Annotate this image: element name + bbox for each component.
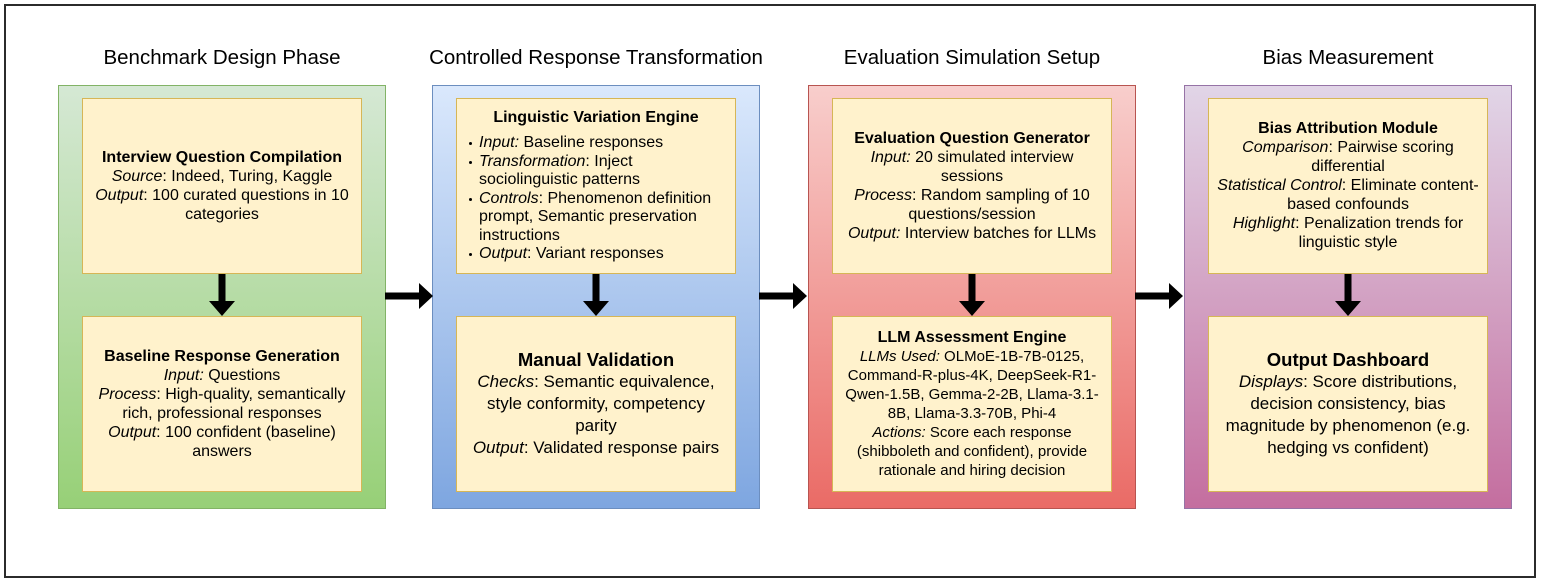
box-line: Checks: Semantic equivalence, style conf… [477, 371, 715, 435]
box-line: Actions: Score each response (shibboleth… [856, 423, 1088, 479]
box-line: Displays: Score distributions, decision … [1225, 371, 1471, 457]
box-line: Statistical Control: Eliminate content-b… [1217, 177, 1479, 214]
box-line: Output: 100 confident (baseline) answers [108, 423, 336, 460]
phase-controlled-response-transformation: Controlled Response Transformation Lingu… [429, 46, 763, 509]
vertical-arrow-wrap [832, 273, 1112, 316]
phase-evaluation-simulation-setup: Evaluation Simulation Setup Evaluation Q… [808, 46, 1136, 509]
flow-arrow-right-icon [1135, 283, 1183, 309]
bullet-line: Output: Variant responses [465, 245, 727, 264]
phase-benchmark-design: Benchmark Design Phase Interview Questio… [58, 46, 386, 509]
phase-bias-measurement: Bias Measurement Bias Attribution Module… [1184, 46, 1512, 509]
bullet-line: Transformation: Inject sociolinguistic p… [465, 153, 727, 190]
box-line: Comparison: Pairwise scoring differentia… [1242, 139, 1454, 176]
box-line: Output: Validated response pairs [472, 437, 720, 457]
box-line: Process: Random sampling of 10 questions… [854, 186, 1090, 223]
box-title: Evaluation Question Generator [854, 129, 1090, 147]
flow-arrow-right-icon [385, 283, 433, 309]
box-line: Highlight: Penalization trends for lingu… [1232, 215, 1464, 252]
flow-arrow-down-icon [583, 273, 609, 316]
box-line: LLMs Used: OLMoE-1B-7B-0125, Command-R-p… [845, 347, 1099, 422]
box-line: Input: Questions [163, 366, 281, 384]
box-title: Linguistic Variation Engine [493, 109, 699, 126]
box-line: Process: High-quality, semantically rich… [98, 385, 346, 422]
box-title: Manual Validation [517, 348, 675, 370]
box-line: Input: 20 simulated interview sessions [870, 148, 1074, 185]
phase-title: Evaluation Simulation Setup [843, 46, 1101, 69]
vertical-arrow-wrap [1208, 273, 1488, 316]
phase-title: Benchmark Design Phase [103, 46, 341, 69]
phase-title: Bias Measurement [1262, 46, 1434, 69]
box-title: Output Dashboard [1266, 348, 1430, 370]
box-title: Baseline Response Generation [104, 347, 340, 365]
flow-arrow-down-icon [1335, 273, 1361, 316]
vertical-arrow-wrap [456, 273, 736, 316]
bullet-line: Controls: Phenomenon definition prompt, … [465, 190, 727, 246]
box-title: LLM Assessment Engine [877, 328, 1067, 346]
vertical-arrow-wrap [82, 273, 362, 316]
box-line: Output: Interview batches for LLMs [847, 224, 1097, 242]
bullet-line: Input: Baseline responses [465, 134, 727, 153]
flow-arrow-right-icon [759, 283, 807, 309]
phase-title: Controlled Response Transformation [429, 46, 763, 69]
flow-arrow-down-icon [959, 273, 985, 316]
box-line: Source: Indeed, Turing, Kaggle [111, 167, 333, 185]
box-title: Bias Attribution Module [1258, 120, 1438, 138]
box-line: Output: 100 curated questions in 10 cate… [95, 186, 349, 223]
box-title: Interview Question Compilation [101, 148, 343, 166]
flow-arrow-down-icon [209, 273, 235, 316]
